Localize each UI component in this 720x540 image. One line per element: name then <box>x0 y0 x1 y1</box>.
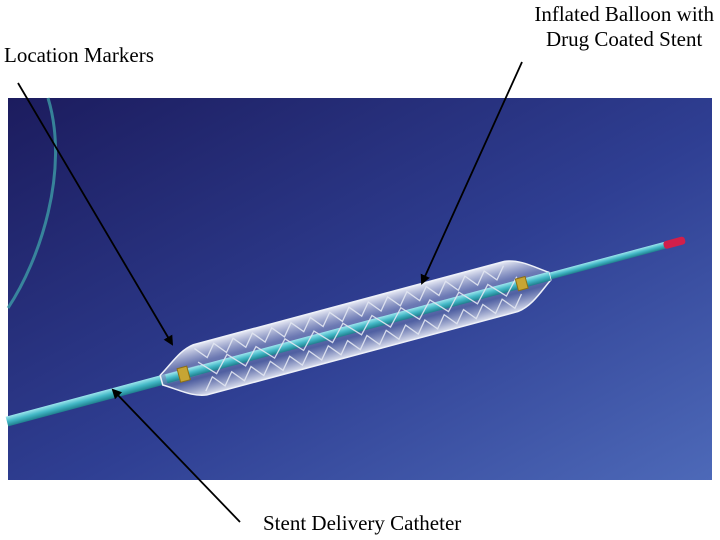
stent-catheter-photo <box>8 98 712 480</box>
balloon-label-line-1: Inflated Balloon with <box>534 2 714 27</box>
balloon-label-line-2: Drug Coated Stent <box>534 27 714 52</box>
location-markers-label: Location Markers <box>4 43 154 68</box>
catheter-label: Stent Delivery Catheter <box>263 511 461 536</box>
balloon-stent-label: Inflated Balloon with Drug Coated Stent <box>534 2 714 52</box>
